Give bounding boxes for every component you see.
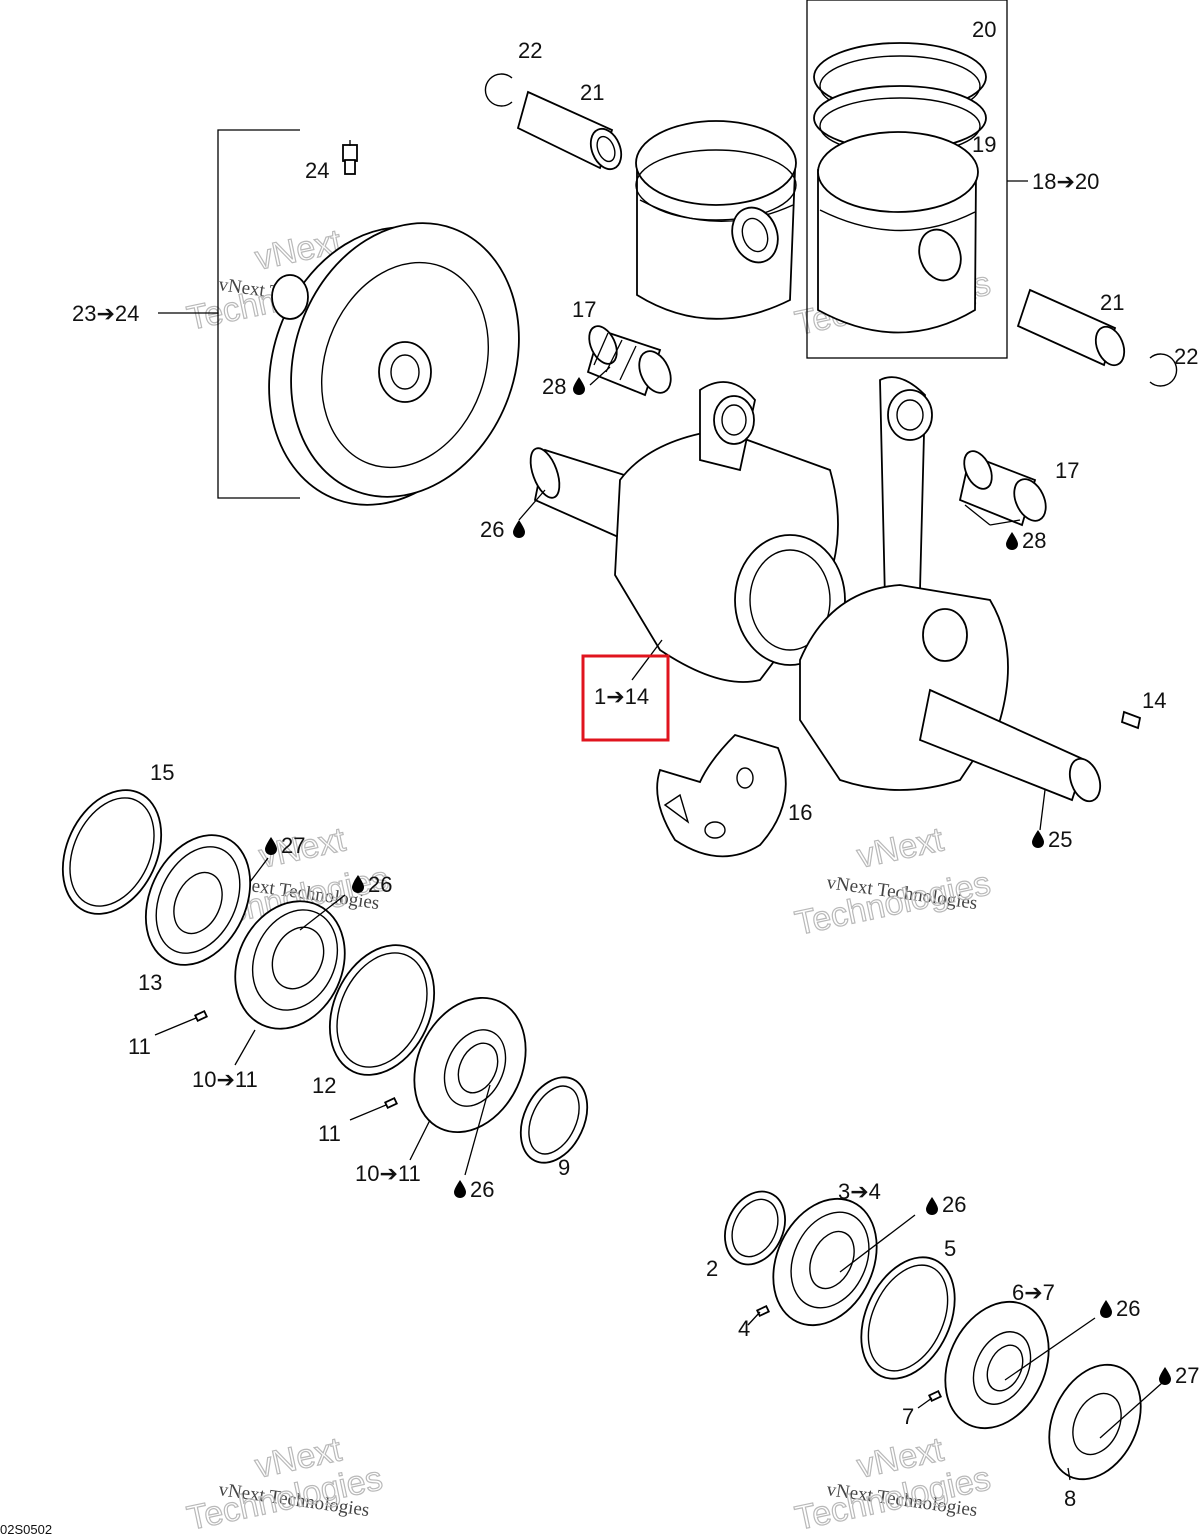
callout-10-11: 10➔11 [192,1067,258,1092]
callout-13: 13 [138,970,162,995]
callout-24: 24 [305,158,329,183]
oil-drop-icon [513,520,525,538]
dowel-pin-11-upper [194,1009,208,1023]
ring-5 [860,1256,956,1380]
oil-drop-icon [1032,830,1044,848]
bearing-6 [944,1300,1050,1430]
callout-14: 14 [1142,688,1166,713]
callout-6-7: 6➔7 [1012,1280,1055,1305]
callout-8: 8 [1064,1486,1076,1511]
ball-bearing-10-lower [413,996,527,1134]
callout-21: 21 [580,80,604,105]
bearing-3 [772,1197,878,1327]
piston-top [635,120,797,320]
oil-drop-icon [454,1180,466,1198]
crankshaft-assembly [529,376,1102,803]
needle-bearing-17-left [586,325,672,397]
watermark-bottom-left: vNext Technologies vNext Technologies [183,1430,386,1538]
dowel-pin-4 [756,1304,770,1318]
woodruff-key-14 [1120,710,1142,730]
callout-17: 17 [572,297,596,322]
callout-19: 19 [972,132,996,157]
figure-code: 02S0502 [0,1522,52,1537]
callout-21: 21 [1100,290,1124,315]
ball-bearing-10-upper [234,900,346,1030]
flywheel-23 [268,222,520,506]
watermark-bottom-right: vNext Technologies vNext Technologies [791,1430,994,1538]
needle-bearing-17-right [958,450,1047,527]
dowel-pin-11-lower [384,1096,398,1110]
callout-2: 2 [706,1256,718,1281]
callout-1-14: 1➔14 [594,684,649,709]
callout-9: 9 [558,1155,570,1180]
callout-12: 12 [312,1073,336,1098]
callout-26: 26 [470,1177,494,1202]
thrust-washer-16 [656,733,787,858]
callout-26: 26 [368,872,392,897]
watermark-mid-right: vNext Technologies vNext Technologies [791,820,994,944]
callout-17: 17 [1055,458,1079,483]
circlip-22-right [1149,353,1178,387]
callout-15: 15 [150,760,174,785]
callout-25: 25 [1048,827,1072,852]
callout-26: 26 [1116,1296,1140,1321]
callout-16: 16 [788,800,812,825]
callout-11: 11 [128,1034,151,1059]
callout-28: 28 [1022,528,1046,553]
wrist-pin-24 [342,140,358,175]
oil-seal-8 [1048,1363,1142,1481]
svg-text:Technologies: Technologies [792,864,994,942]
callout-10-11: 10➔11 [355,1161,421,1186]
callout-7: 7 [902,1404,914,1429]
washer-9 [519,1076,589,1164]
callout-4: 4 [738,1316,750,1341]
oil-seal-13 [144,834,252,966]
ring-12 [328,944,436,1076]
callout-18-20: 18➔20 [1032,169,1099,194]
oil-drop-icon [926,1197,938,1215]
callout-23-24: 23➔24 [72,301,139,326]
callout-5: 5 [944,1236,956,1261]
callout-20: 20 [972,17,996,42]
callout-27: 27 [1175,1363,1199,1388]
callout-labels: 22 21 20 19 18➔20 24 23➔24 17 28 21 22 1… [72,17,1199,1511]
oil-drop-icon [1159,1367,1171,1385]
callout-27: 27 [281,833,305,858]
ring-2 [724,1190,786,1266]
oil-drop-icon [1006,532,1018,550]
oil-drop-icon [1100,1300,1112,1318]
piston-pin-21-right [1016,288,1126,367]
callout-26: 26 [480,517,504,542]
piston-ring-20 [813,42,987,155]
callout-26: 26 [942,1192,966,1217]
bracket-18-20 [806,0,1028,359]
leader-lines [154,366,1163,1481]
circlip-22-top [484,73,513,107]
callout-11: 11 [318,1121,341,1146]
callout-28: 28 [542,374,566,399]
piston-19 [817,131,979,334]
callout-3-4: 3➔4 [838,1179,881,1204]
bracket-23-24 [158,129,300,499]
oil-drop-icon [573,377,585,395]
callout-22: 22 [518,38,542,63]
ring-15 [61,789,163,915]
callout-22: 22 [1174,344,1198,369]
svg-text:vNext: vNext [854,820,947,875]
piston-pin-21-top [516,90,623,171]
highlight-box-crankshaft [581,654,670,742]
